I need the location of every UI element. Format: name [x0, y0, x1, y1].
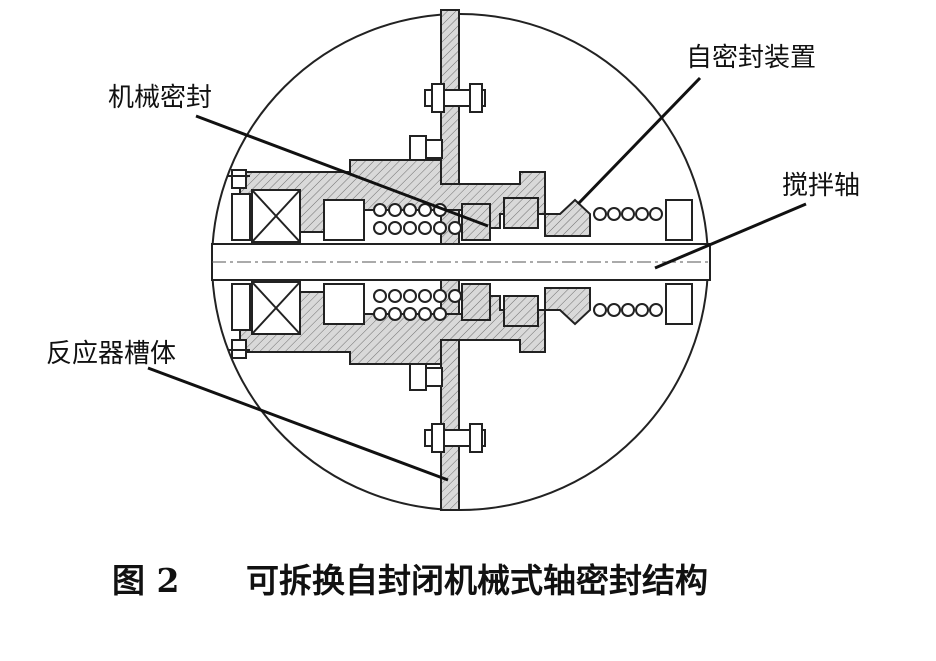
label-self-seal-device: 自密封装置 [686, 43, 816, 73]
seal-faces [461, 197, 539, 327]
bearings [231, 189, 301, 335]
label-stirring-shaft: 搅拌轴 [782, 171, 860, 201]
flange-screws [228, 169, 250, 359]
figure-number: 图 2 [112, 561, 179, 600]
figure-title: 可拆换自封闭机械式轴密封结构 [246, 561, 708, 600]
leader-lines [147, 76, 807, 482]
leader-reactor-tank [147, 366, 449, 482]
label-reactor-tank: 反应器槽体 [46, 339, 176, 369]
stirring-shaft [211, 243, 711, 281]
wall-bolts [409, 83, 486, 453]
label-mechanical-seal: 机械密封 [108, 83, 212, 113]
cross-section-drawing [147, 9, 807, 511]
leader-stirring-shaft [654, 202, 807, 270]
leader-mechanical-seal [195, 114, 489, 228]
self-seal-springs [593, 199, 693, 325]
leader-self-seal-device [576, 76, 702, 206]
mechanical-seal-springs [323, 199, 462, 325]
self-seal-device [544, 198, 591, 326]
